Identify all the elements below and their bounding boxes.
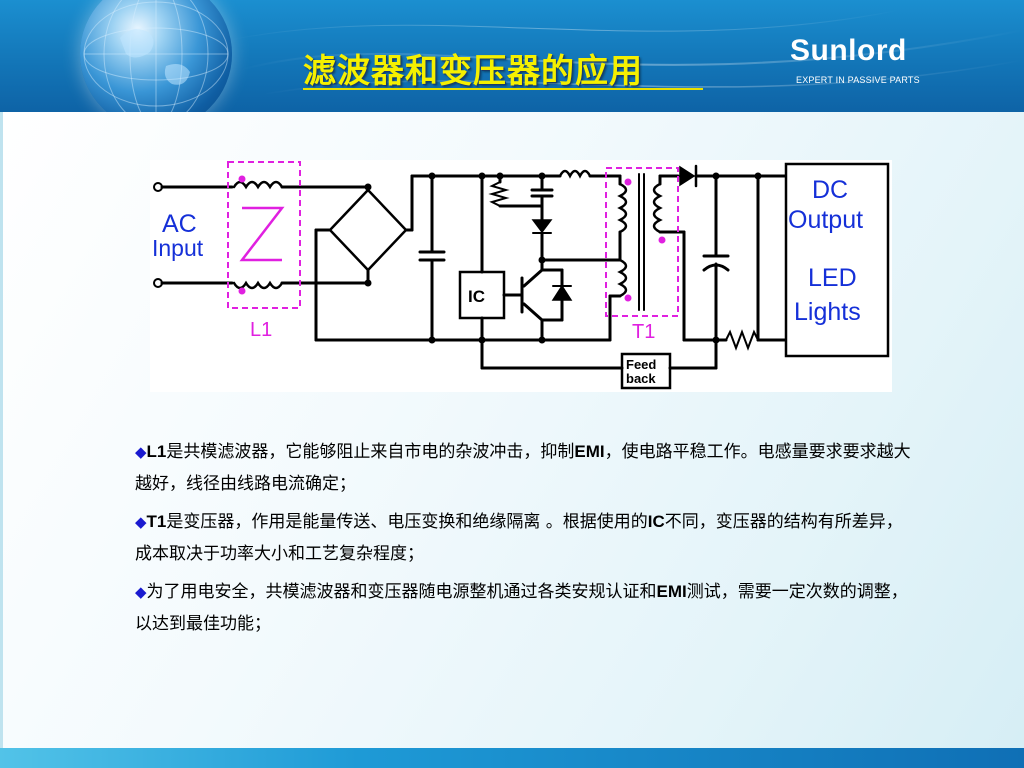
transformer-primary-top	[617, 182, 628, 234]
t1-highlight-box	[605, 167, 679, 317]
diamond-bullet-icon: ◆	[135, 443, 147, 461]
input-label: Input	[152, 235, 204, 261]
header-light-streaks	[229, 9, 1024, 96]
slide-header: 滤波器和变压器的应用 Sunlord EXPERT IN PASSIVE PAR…	[0, 0, 1024, 112]
freewheel-diode	[551, 284, 573, 301]
ic-label: IC	[468, 287, 485, 306]
globe-icon	[80, 0, 232, 112]
lights-label: Lights	[794, 298, 861, 326]
l1-z-link	[239, 206, 285, 262]
bullet-text: 测试，需要一定次数的调整，以达到最佳功能；	[135, 582, 908, 634]
circuit-schematic: AC Input L1 T1 IC Feed back DC Output LE…	[152, 161, 890, 390]
bullet-keyword: IC	[647, 512, 665, 531]
output-diode	[679, 165, 696, 187]
l1-coil-top	[232, 180, 284, 190]
bullet-list: ◆L1是共模滤波器，它能够阻止来自市电的杂波冲击，抑制EMI，使电路平稳工作。电…	[135, 436, 915, 646]
series-inductor	[558, 169, 592, 179]
l1-highlight-box	[227, 161, 301, 309]
bullet-keyword: EMI	[574, 442, 605, 461]
snubber-diode	[531, 219, 553, 234]
sense-resistor	[725, 329, 759, 351]
bullet-item-t1: ◆T1是变压器，作用是能量传送、电压变换和绝缘隔离 。根据使用的IC不同，变压器…	[135, 506, 915, 570]
diamond-bullet-icon: ◆	[135, 583, 147, 601]
feedback-label-2: back	[626, 371, 656, 386]
bullet-text: 不同，变压器的结构有所差异，成本取决于功率大小和工艺复杂程度；	[135, 512, 903, 564]
left-edge-accent	[0, 112, 3, 748]
bridge-rectifier	[328, 188, 408, 272]
l1-label: L1	[250, 319, 272, 341]
circuit-diagram: AC Input L1 T1 IC Feed back DC Output LE…	[150, 160, 892, 392]
snubber-resistor	[488, 181, 510, 207]
brand-tagline: EXPERT IN PASSIVE PARTS	[796, 75, 920, 85]
dc-label: DC	[812, 176, 848, 204]
bullet-text: ，使电路平稳工作。电感量要求要求越大越好，线径由线路电流确定；	[135, 442, 911, 494]
output-label: Output	[788, 206, 863, 234]
feedback-label-1: Feed	[626, 357, 656, 372]
dc-output-box	[784, 162, 890, 358]
diamond-bullet-icon: ◆	[135, 513, 147, 531]
l1-coil-bottom	[232, 280, 284, 290]
led-label: LED	[808, 264, 857, 292]
bullet-keyword: L1	[146, 442, 167, 461]
bullet-text: 是变压器，作用是能量传送、电压变换和绝缘隔离 。根据使用的	[166, 512, 648, 532]
brand-logo: Sunlord	[790, 34, 907, 67]
bullet-keyword: EMI	[656, 582, 687, 601]
bullet-text: 为了用电安全，共模滤波器和变压器随电源整机通过各类安规认证和	[146, 582, 657, 602]
transformer-secondary	[652, 182, 663, 234]
t1-label: T1	[632, 321, 655, 343]
title-underline	[303, 88, 703, 90]
page-title: 滤波器和变压器的应用	[303, 51, 643, 90]
ac-label: AC	[162, 210, 197, 238]
feedback-block	[620, 352, 672, 390]
footer-bar	[0, 748, 1024, 768]
bullet-item-l1: ◆L1是共模滤波器，它能够阻止来自市电的杂波冲击，抑制EMI，使电路平稳工作。电…	[135, 436, 915, 500]
bullet-text: 是共模滤波器，它能够阻止来自市电的杂波冲击，抑制	[166, 442, 575, 462]
bullet-item-safety: ◆为了用电安全，共模滤波器和变压器随电源整机通过各类安规认证和EMI测试，需要一…	[135, 576, 915, 640]
bullet-keyword: T1	[146, 512, 167, 531]
transformer-primary-bottom	[617, 258, 628, 298]
